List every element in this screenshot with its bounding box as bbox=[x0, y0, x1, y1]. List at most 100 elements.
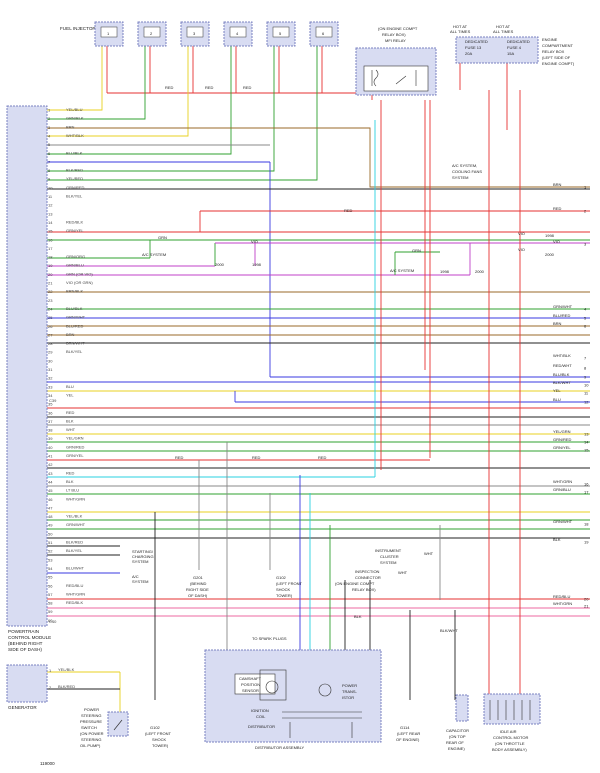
year-1998-c: 1998 bbox=[545, 233, 555, 238]
capacitor-label-2: (ON TOP bbox=[449, 734, 466, 739]
generator-label: GENERATOR bbox=[8, 705, 37, 710]
figure-id: 119000 bbox=[40, 761, 55, 766]
ac-system-3-label-2: SYSTEM bbox=[132, 579, 148, 584]
right-wire-number: 1 bbox=[584, 185, 587, 190]
fuel-injector-icon bbox=[100, 26, 118, 38]
pcm-pin-number: 57 bbox=[48, 592, 53, 597]
g114-label-2: (LEFT REAR bbox=[397, 731, 420, 736]
pcm-pin-wire-label: GRN/BLU bbox=[66, 263, 84, 268]
wire-label-vio-a: VIO bbox=[251, 239, 258, 244]
pcm-pin-number: 7 bbox=[48, 159, 51, 164]
right-wire-number: 17 bbox=[584, 490, 589, 495]
inspection-label-4: RELAY BOX) bbox=[352, 587, 376, 592]
ps-label-4: SWITCH bbox=[81, 725, 97, 730]
generator-box bbox=[6, 664, 48, 703]
relay-box-label-3: RELAY BOX bbox=[542, 49, 565, 54]
pcm-pin-wire-label: GRN/BLK bbox=[66, 116, 84, 121]
iac-coils-icon bbox=[489, 700, 531, 720]
relay-box-label-5: ENGINE COMPT) bbox=[542, 61, 575, 66]
relay-box-label-4: (LEFT SIDE OF bbox=[542, 55, 571, 60]
right-wire-number: 10 bbox=[584, 383, 589, 388]
ps-label-2: STEERING bbox=[81, 713, 101, 718]
right-wire-number: 18 bbox=[584, 522, 589, 527]
pcm-pin-wire-label: LT BLU bbox=[66, 488, 79, 493]
ignition-coil-label-1: IGNITION bbox=[251, 708, 269, 713]
pcm-pin-number: 30 bbox=[48, 358, 53, 363]
wire-label-wht-a: WHT bbox=[424, 551, 434, 556]
distributor-assembly-label: DISTRIBUTOR ASSEMBLY bbox=[255, 745, 305, 750]
wire-label-red-46c: RED bbox=[318, 455, 327, 460]
fuel-injector-icon bbox=[272, 26, 290, 38]
pcm-pin-wire-label: YEL/BLK bbox=[66, 514, 83, 519]
right-wire-number: 20 bbox=[584, 597, 589, 602]
instrument-label-3: SYSTEM bbox=[380, 560, 396, 565]
pcm-pin-number: 47 bbox=[48, 505, 53, 510]
right-wire-number: 9 bbox=[584, 375, 587, 380]
pcm-pin-number: 38 bbox=[48, 428, 53, 433]
wire-label-red-top-1: RED bbox=[165, 85, 174, 90]
pcm-pin-number: 2 bbox=[48, 116, 51, 121]
power-trans-label-2: TRANS- bbox=[342, 689, 358, 694]
wire-label-blk-wht: BLK/WHT bbox=[440, 628, 458, 633]
wire-label-red-46a: RED bbox=[175, 455, 184, 460]
pcm-pin-number: 59 bbox=[48, 609, 53, 614]
pcm-pin-wire-label: BRN bbox=[66, 332, 75, 337]
right-wire-number: 15 bbox=[584, 448, 589, 453]
g102a-label-4: TOWER) bbox=[276, 593, 293, 598]
g102b-label-1: G102 bbox=[150, 725, 161, 730]
g102b-label-2: (LEFT FRONT bbox=[145, 731, 171, 736]
wire bbox=[47, 46, 103, 111]
right-wire-number: 4 bbox=[584, 307, 587, 312]
pcm-pin-wire-label: BLU bbox=[66, 384, 74, 389]
ignition-coil-icon bbox=[282, 711, 362, 738]
pcm-pin-wire-label: RED/BLK bbox=[66, 219, 83, 224]
pcm-pin-wire-label: BLK/YEL bbox=[66, 548, 83, 553]
pcm-pin-number: 29 bbox=[48, 350, 53, 355]
cam-sensor-label-1: CAMSHAFT bbox=[239, 676, 262, 681]
g201: G201 (BEHIND RIGHT SIDE OF DASH) bbox=[186, 575, 209, 598]
year-2000-c: 2000 bbox=[545, 252, 555, 257]
pcm-label-1: POWERTRAIN bbox=[8, 629, 39, 634]
right-wire-label: GRN/BLU bbox=[553, 487, 571, 492]
g102a-label-3: SHOCK bbox=[276, 587, 291, 592]
rotor-box bbox=[259, 669, 287, 701]
g114-label-1: G114 bbox=[400, 725, 410, 730]
inspection-label-2: CONNECTOR bbox=[355, 575, 381, 580]
right-wire-label: WHT/GRN bbox=[553, 601, 572, 606]
pcm-pin-wire-label: BLU/BLK bbox=[66, 150, 83, 155]
pcm-pin-number: 28 bbox=[48, 341, 53, 346]
pcm-pin-wire-label: WHT/GRN bbox=[66, 591, 85, 596]
pcm-pin-number: 16 bbox=[48, 237, 53, 242]
right-wire-label: VIO bbox=[553, 239, 560, 244]
pcm-pin-number: 19 bbox=[48, 263, 53, 268]
wire-label-grn-a: GRN bbox=[158, 235, 167, 240]
fuel-injectors-label: FUEL INJECTORS bbox=[60, 26, 99, 31]
power-trans-label-1: POWER bbox=[342, 683, 357, 688]
ps-switch-box bbox=[107, 711, 129, 737]
pcm-label-4: SIDE OF DASH) bbox=[8, 647, 42, 652]
pcm-pin-wire-label: BLK/RED bbox=[66, 540, 83, 545]
capacitor-label-3: REAR OF bbox=[446, 740, 464, 745]
pcm-pin-number: 3 bbox=[48, 125, 51, 130]
pcm-pin-number: 41 bbox=[48, 454, 53, 459]
g102a-label-1: G102 bbox=[276, 575, 287, 580]
pcm-pin-number: 26 bbox=[48, 324, 53, 329]
wire-label-red-top-3: RED bbox=[243, 85, 252, 90]
g102b-label-3: SHOCK bbox=[152, 737, 167, 742]
right-wire-label: RED bbox=[553, 206, 562, 211]
mfi-relay: (ON ENGINE COMPT RELAY BOX) MFI RELAY bbox=[355, 26, 437, 96]
ac-cooling-label-3: SYSTEM bbox=[452, 175, 468, 180]
fuel-injector-number: 3 bbox=[193, 31, 196, 36]
ps-label-5: (ON POWER bbox=[80, 731, 104, 736]
pcm-pin-number: 6 bbox=[48, 151, 51, 156]
iac-label-4: BODY ASSEMBLY) bbox=[492, 747, 527, 752]
wire bbox=[47, 46, 318, 181]
pcm-pin-number: 25 bbox=[48, 315, 53, 320]
instrument-label-2: CLUSTER bbox=[380, 554, 399, 559]
fuse4-label-1: DEDICATED bbox=[507, 39, 530, 44]
pcm-pin-number: 12 bbox=[48, 203, 53, 208]
pcm-pin-wire-label: RED/BLK bbox=[66, 600, 83, 605]
pcm-label: POWERTRAIN CONTROL MODULE (BEHIND RIGHT … bbox=[8, 629, 51, 652]
pcm-label-3: (BEHIND RIGHT bbox=[8, 641, 43, 646]
